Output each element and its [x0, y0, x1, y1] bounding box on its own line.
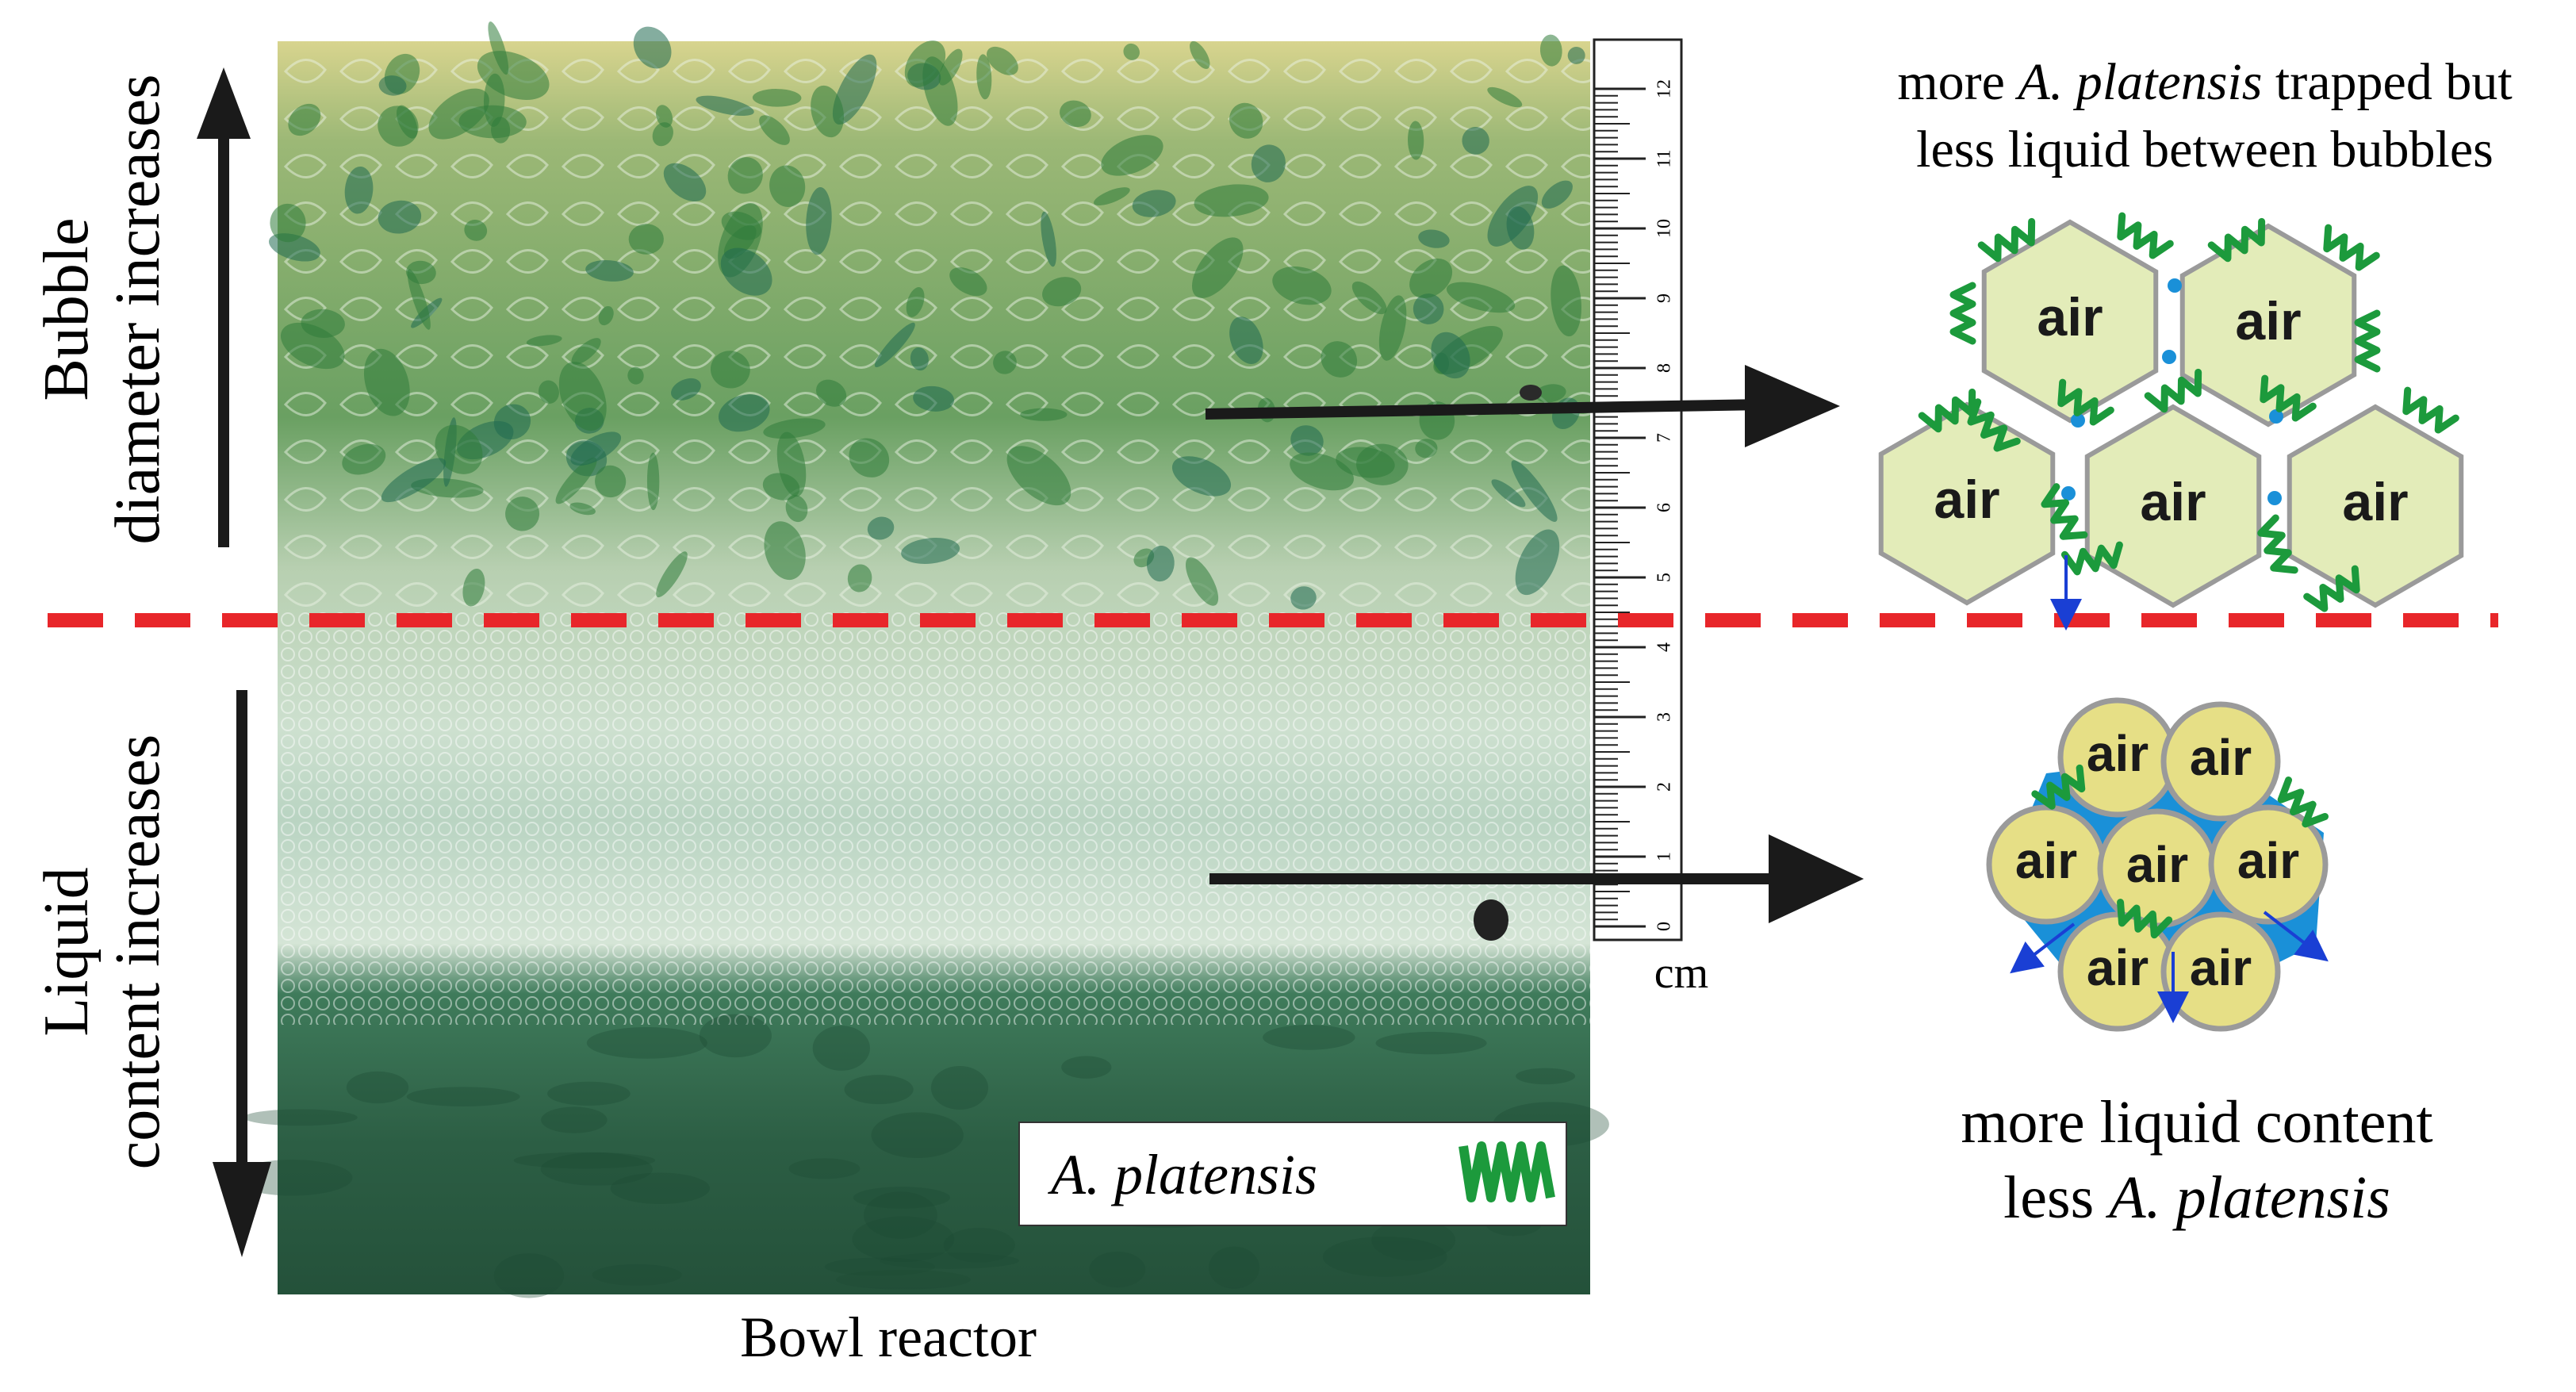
round-bubble — [2208, 804, 2329, 925]
bottom-caption-line2: less A. platensis — [2003, 1164, 2390, 1231]
round-bubble — [2160, 701, 2281, 822]
liquid-droplet — [2267, 491, 2282, 505]
algae-icon — [2207, 217, 2266, 263]
liquid-droplet — [2071, 413, 2085, 428]
algae-icon — [2277, 777, 2329, 828]
air-label: air — [2237, 832, 2299, 889]
ruler-tick-label: 9 — [1654, 293, 1675, 303]
hexagon-bubble — [2179, 223, 2357, 428]
legend-label: A. platensis — [1048, 1143, 1317, 1206]
air-label: air — [2190, 939, 2252, 996]
hexagon-bubble — [2287, 404, 2464, 608]
algae-icon — [1949, 282, 1976, 345]
algae-icon — [1977, 217, 2036, 263]
legend: A. platensis — [1018, 1122, 1567, 1226]
algae-icon — [2260, 374, 2317, 422]
ruler-tick-label: 4 — [1654, 642, 1675, 652]
algae-icon — [2060, 541, 2123, 576]
liquid-droplet — [2168, 278, 2182, 293]
ruler-tick-label: 2 — [1654, 782, 1675, 792]
air-label: air — [1934, 470, 1999, 530]
ruler-tick-label: 8 — [1654, 363, 1675, 373]
liquid-droplet — [2061, 486, 2076, 500]
algae-icon — [2354, 309, 2381, 373]
top-caption-line2: less liquid between bubbles — [1916, 121, 2494, 178]
liquid-droplet — [2162, 350, 2176, 364]
dry-foam-diagram: air air air air air — [1878, 212, 2464, 631]
air-label: air — [2087, 725, 2149, 782]
ruler-tick-label: 11 — [1654, 149, 1675, 167]
algae-icon — [2323, 224, 2380, 271]
algae-icon — [2117, 899, 2173, 939]
reactor-photo — [232, 21, 1609, 1298]
ruler-tick-label: 1 — [1654, 852, 1675, 861]
algae-legend-icon — [1459, 1141, 1555, 1202]
algae-icon — [2041, 483, 2088, 540]
algae-icon — [2257, 514, 2298, 574]
air-label: air — [2015, 832, 2077, 889]
ruler-tick-label: 3 — [1654, 712, 1675, 722]
liquid-label: Liquid — [32, 867, 102, 1036]
algae-icon — [2057, 378, 2114, 426]
air-label: air — [2140, 472, 2206, 532]
liquid-droplet — [2269, 409, 2283, 424]
ruler-tick-label: 12 — [1654, 79, 1675, 98]
hexagon-bubble — [1878, 401, 2056, 606]
content-increases-label: content increases — [103, 734, 173, 1170]
bottom-pointer-arrow — [1209, 834, 1864, 923]
top-pointer-arrow — [1205, 365, 1840, 447]
algae-icon — [2031, 764, 2086, 810]
ruler-unit-label: cm — [1654, 949, 1708, 998]
ruler-tick-label: 5 — [1654, 573, 1675, 582]
ruler-tick-label: 7 — [1654, 433, 1675, 443]
ruler-tick-label: 0 — [1654, 922, 1675, 931]
algae-icon — [1967, 398, 2021, 452]
algae-icon — [2144, 368, 2202, 413]
drainage-arrow — [2263, 911, 2329, 962]
hexagon-bubble — [1981, 219, 2159, 424]
air-label: air — [2235, 291, 2301, 351]
algae-icon — [2402, 386, 2459, 434]
ruler-tick-label: 10 — [1654, 219, 1675, 238]
hexagon-bubble — [2084, 404, 2262, 608]
diameter-increases-label: diameter increases — [103, 74, 173, 544]
air-label: air — [2087, 939, 2149, 996]
round-bubble — [2160, 911, 2281, 1032]
bubble-diameter-arrow — [197, 67, 251, 547]
ruler-tick-label: 6 — [1654, 503, 1675, 512]
liquid-content-arrow — [213, 690, 271, 1257]
bottom-caption-line1: more liquid content — [1961, 1089, 2432, 1156]
bubble-label: Bubble — [32, 217, 102, 401]
top-caption-line1: more A. platensis trapped but — [1897, 53, 2512, 111]
photo-caption: Bowl reactor — [740, 1306, 1037, 1369]
air-label: air — [2037, 287, 2103, 347]
algae-patches — [232, 21, 1609, 1298]
air-label: air — [2342, 472, 2408, 532]
algae-icon — [2117, 212, 2174, 259]
algae-icon — [2303, 565, 2360, 612]
air-label: air — [2190, 729, 2252, 786]
air-label: air — [2126, 836, 2188, 893]
drainage-arrow — [2010, 922, 2076, 974]
